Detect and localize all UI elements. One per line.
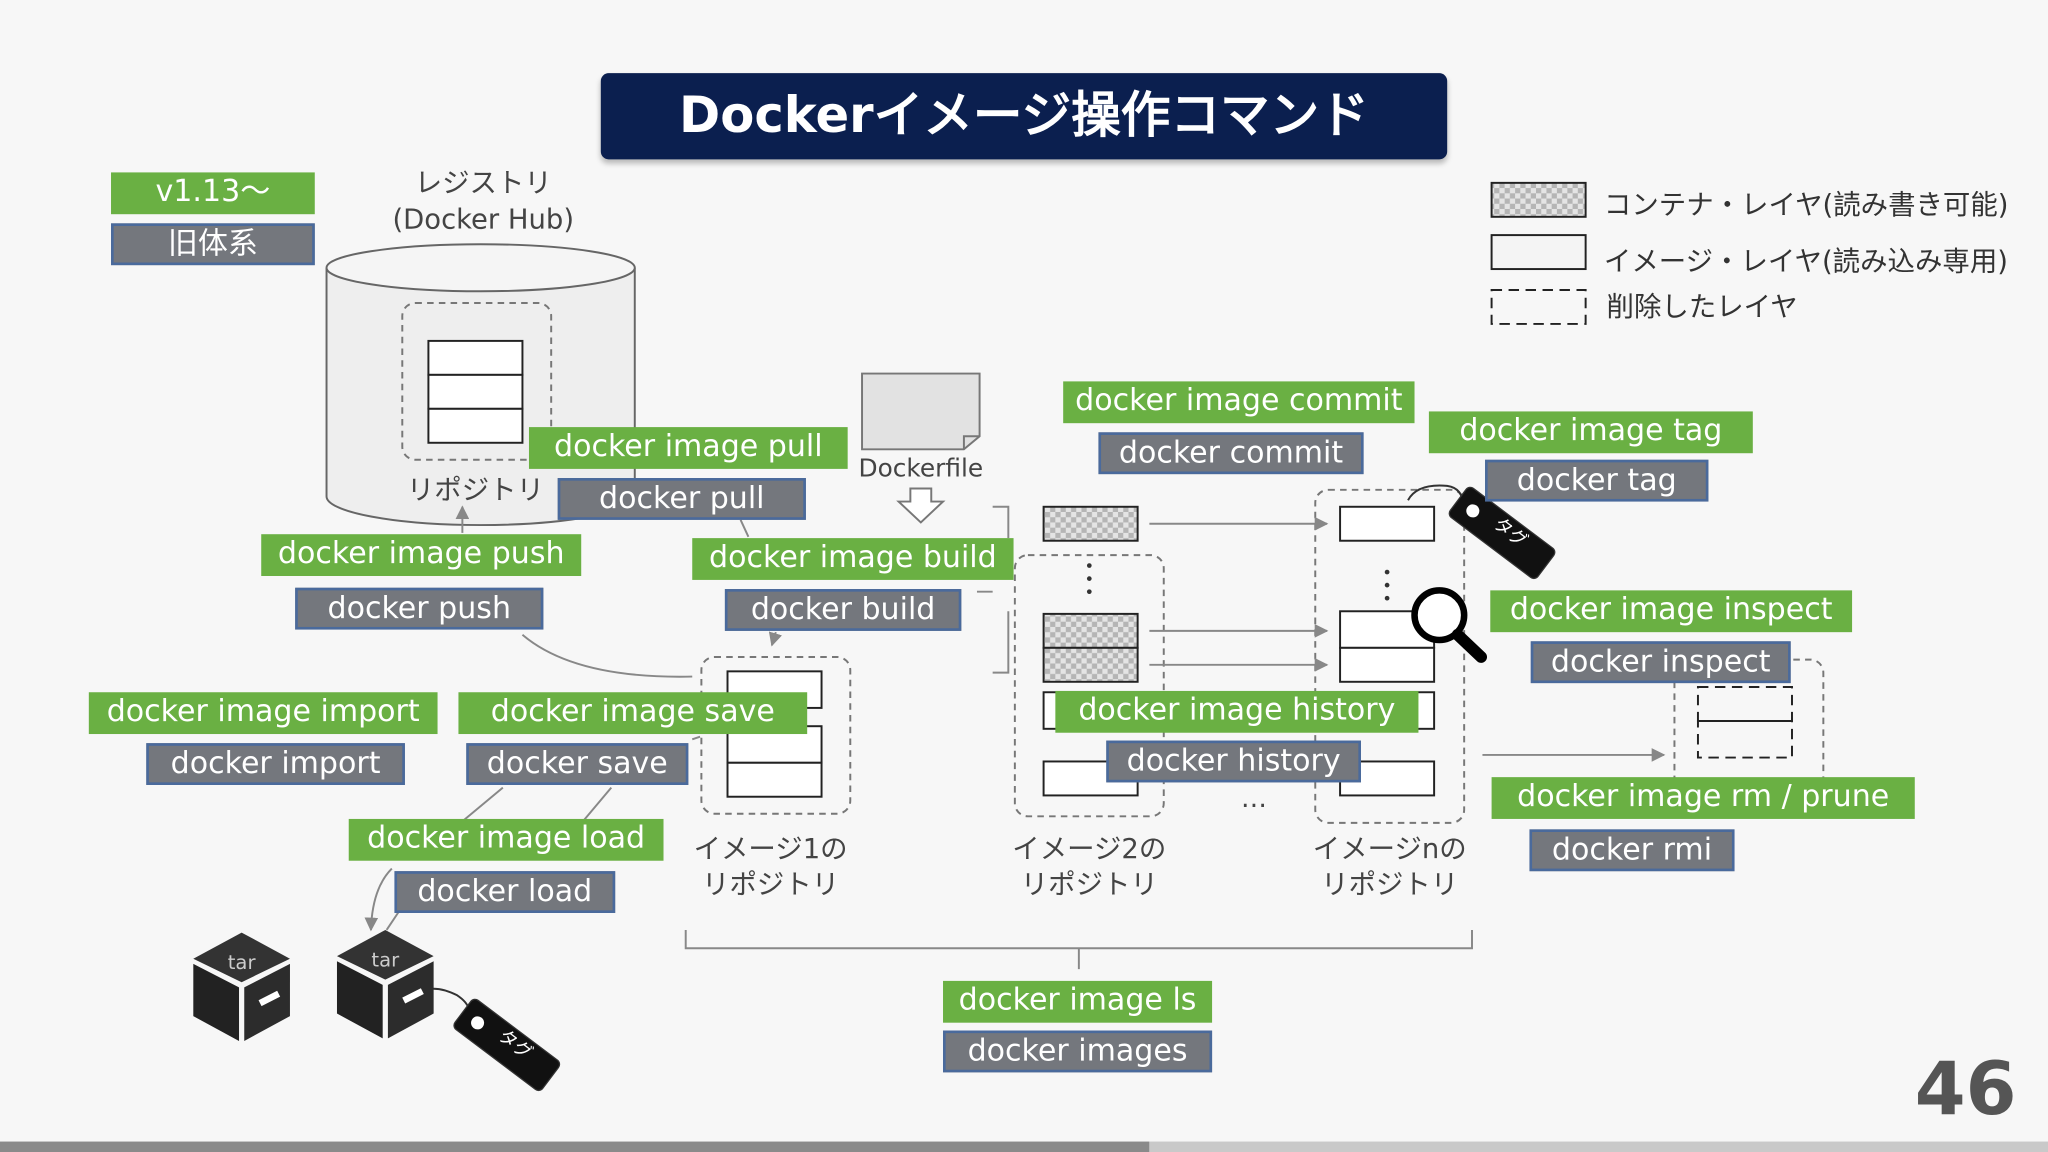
registry-repo-label: リポジトリ xyxy=(406,474,544,506)
version-old-label: 旧体系 xyxy=(111,223,315,266)
repos-ellipsis: … xyxy=(1240,782,1267,814)
registry-label: レジストリ xyxy=(414,167,552,199)
registry-sublabel: (Docker Hub) xyxy=(392,203,575,236)
repo2-label-line1: イメージ2の xyxy=(1012,833,1167,865)
connector-lines xyxy=(364,484,1666,1025)
tar-label-2: tar xyxy=(371,948,400,972)
cmd-load: docker load xyxy=(394,871,616,913)
cmd-push: docker push xyxy=(295,587,544,630)
cmd-build: docker build xyxy=(724,589,962,631)
page-title: Dockerイメージ操作コマンド xyxy=(600,73,1448,160)
progress-bar-filled xyxy=(0,1141,1150,1152)
cmd-image-tag: docker image tag xyxy=(1428,411,1753,454)
page-number: 46 xyxy=(1914,1047,2017,1133)
cmd-image-push: docker image push xyxy=(261,534,582,576)
cmd-rmi: docker rmi xyxy=(1529,829,1735,872)
tag-icon-repon xyxy=(1448,486,1556,580)
cmd-save: docker save xyxy=(466,743,689,785)
cmd-image-commit: docker image commit xyxy=(1063,381,1415,424)
cmd-image-pull: docker image pull xyxy=(528,427,848,469)
dockerfile-icon xyxy=(861,372,981,524)
cmd-import: docker import xyxy=(146,743,405,785)
cmd-image-rm-prune: docker image rm / prune xyxy=(1491,777,1915,819)
repon-label-line1: イメージnの xyxy=(1312,833,1467,865)
cmd-tag: docker tag xyxy=(1485,459,1709,502)
tar-label-1: tar xyxy=(227,950,256,975)
repo1-label-line2: リポジトリ xyxy=(702,868,840,900)
repo1-label-line1: イメージ1の xyxy=(693,833,848,865)
cmd-image-import: docker image import xyxy=(88,692,438,735)
repo1-box xyxy=(700,655,852,815)
legend-swatches xyxy=(1490,181,1587,325)
legend-image-layer: イメージ・レイヤ(読み込み専用) xyxy=(1603,245,2008,277)
dockerfile-label: Dockerfile xyxy=(858,454,984,484)
legend-deleted-layer: 削除したレイヤ xyxy=(1606,291,1798,323)
tag-icon-tar xyxy=(453,998,561,1092)
tar-box-icon-2 xyxy=(336,929,434,1039)
cmd-image-build: docker image build xyxy=(692,538,1014,580)
cmd-inspect: docker inspect xyxy=(1530,641,1791,684)
legend-container-layer: コンテナ・レイヤ(読み書き可能) xyxy=(1603,189,2009,221)
registry-cylinder xyxy=(325,243,636,527)
magnifier-icon xyxy=(1411,587,1488,663)
progress-bar-track xyxy=(1149,1141,2048,1152)
cmd-history: docker history xyxy=(1106,740,1361,783)
repo2-label-line2: リポジトリ xyxy=(1020,868,1158,900)
cmd-image-history: docker image history xyxy=(1055,690,1419,733)
cmd-images: docker images xyxy=(943,1030,1213,1073)
cmd-pull: docker pull xyxy=(557,478,806,520)
tar-box-icon-1 xyxy=(193,932,290,1041)
cmd-image-ls: docker image ls xyxy=(943,980,1213,1023)
cmd-image-load: docker image load xyxy=(348,818,664,861)
version-new-label: v1.13〜 xyxy=(111,172,315,215)
cmd-commit: docker commit xyxy=(1098,432,1364,475)
cmd-image-inspect: docker image inspect xyxy=(1490,590,1853,633)
cmd-image-save: docker image save xyxy=(458,692,808,735)
repon-label-line2: リポジトリ xyxy=(1321,868,1459,900)
